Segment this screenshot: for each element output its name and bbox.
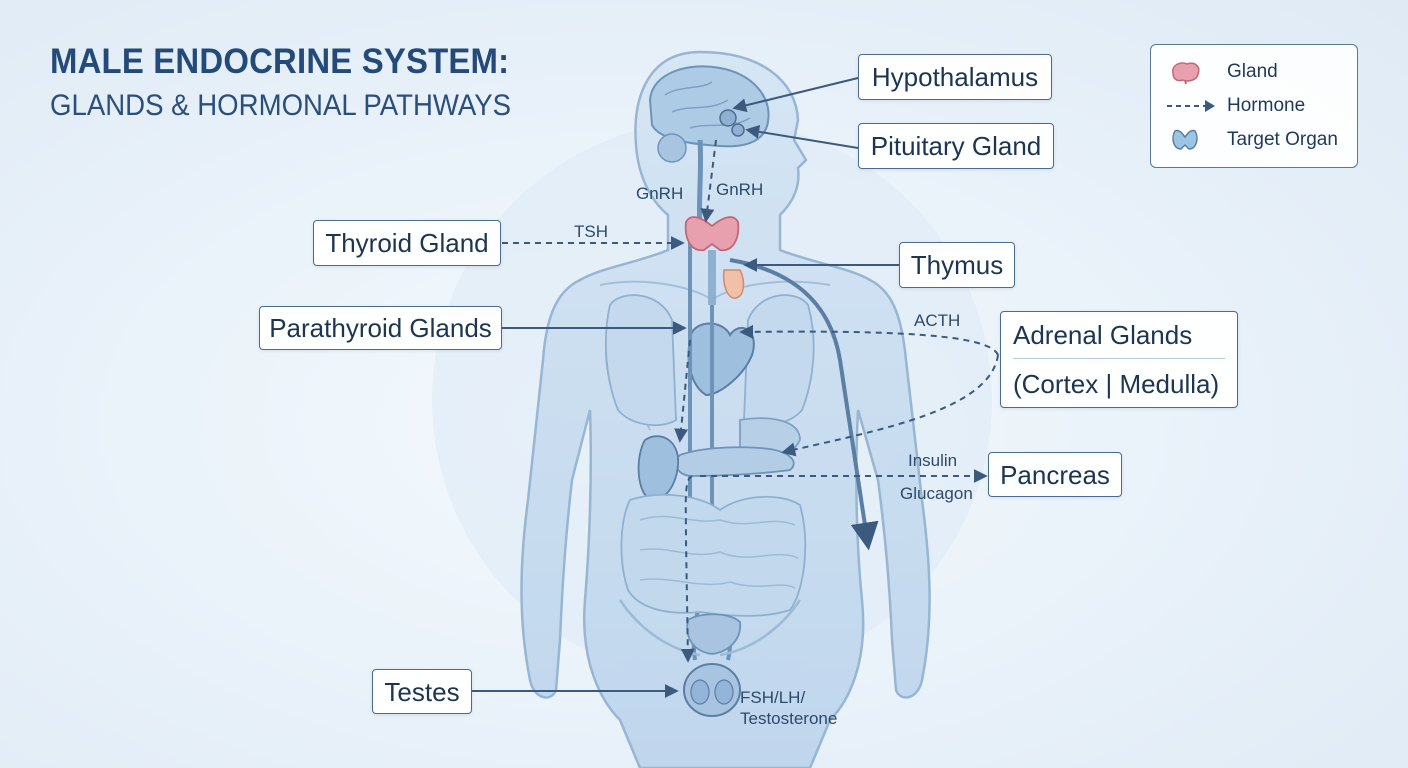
dashed-arrow-icon (1167, 100, 1215, 112)
pituitary-gland-label-text: Pituitary Gland (870, 131, 1042, 161)
tsh-label: TSH (574, 222, 608, 241)
kidney (637, 435, 679, 501)
vessels (688, 240, 733, 661)
thyroid-gland-label: Thyroid Gland (313, 220, 501, 266)
acth-pathway-upper (739, 324, 999, 356)
thymus-label: Thymus (899, 242, 1015, 288)
adrenal-glands-label-title: Adrenal Glands (1013, 322, 1225, 359)
legend-hormone: Hormone (1165, 93, 1305, 119)
pancreas-label-text: Pancreas (1000, 459, 1110, 490)
legend: Gland Hormone Target Organ (1150, 44, 1358, 168)
testes-label: Testes (372, 669, 472, 714)
legend-hormone-label: Hormone (1227, 95, 1306, 116)
legend-target-organ: Target Organ (1165, 127, 1338, 153)
page-subtitle: GLANDS & HORMONAL PATHWAYS (50, 89, 512, 122)
acth-pathway-lower (781, 354, 999, 457)
hypothalamus-pointer (732, 77, 859, 113)
body-silhouette (520, 50, 931, 768)
acth-label: ACTH (914, 311, 961, 330)
gnrh-pathway (700, 139, 717, 223)
testes-label-text: Testes (384, 676, 460, 707)
pituitary-gland-shape (731, 123, 745, 137)
adrenal-glands-label: Adrenal Glands (Cortex | Medulla) (1000, 311, 1238, 408)
cerebellum (657, 133, 687, 163)
thyroid-icon (1172, 129, 1198, 150)
gnrh-label-right: GnRH (716, 180, 764, 199)
thymus-gland-shape (722, 269, 745, 299)
testosterone-label: Testosterone (740, 709, 838, 728)
parathyroid-glands-label: Parathyroid Glands (259, 306, 502, 350)
gnrh-label-left: GnRH (636, 184, 684, 203)
legend-gland: Gland (1165, 59, 1278, 85)
insulin-label: Insulin (908, 451, 958, 470)
bladder (686, 613, 741, 655)
pituitary-pointer (745, 124, 859, 149)
legend-target-organ-label: Target Organ (1227, 129, 1338, 150)
adrenal-glands-label-detail: (Cortex | Medulla) (1013, 369, 1220, 399)
glucagon-label: Glucagon (900, 484, 973, 503)
descending-pathway (674, 339, 691, 443)
thyroid-gland-label-text: Thyroid Gland (325, 228, 489, 258)
heart (687, 322, 755, 397)
fsh-lh-label: FSH/LH/ (740, 688, 806, 707)
pancreas-organ (675, 446, 795, 477)
testosterone-pathway (680, 475, 695, 663)
page-title: MALE ENDOCRINE SYSTEM: (50, 42, 510, 81)
hypothalamus-gland (719, 109, 737, 127)
thymus-label-text: Thymus (910, 250, 1004, 280)
legend-gland-label: Gland (1227, 61, 1278, 82)
brain-icon (1172, 62, 1200, 85)
pancreas-label: Pancreas (988, 452, 1122, 497)
pituitary-gland-label: Pituitary Gland (858, 123, 1054, 169)
hypothalamus-label: Hypothalamus (858, 54, 1052, 100)
parathyroid-glands-label-text: Parathyroid Glands (269, 313, 492, 343)
hypothalamus-label-text: Hypothalamus (871, 62, 1039, 92)
